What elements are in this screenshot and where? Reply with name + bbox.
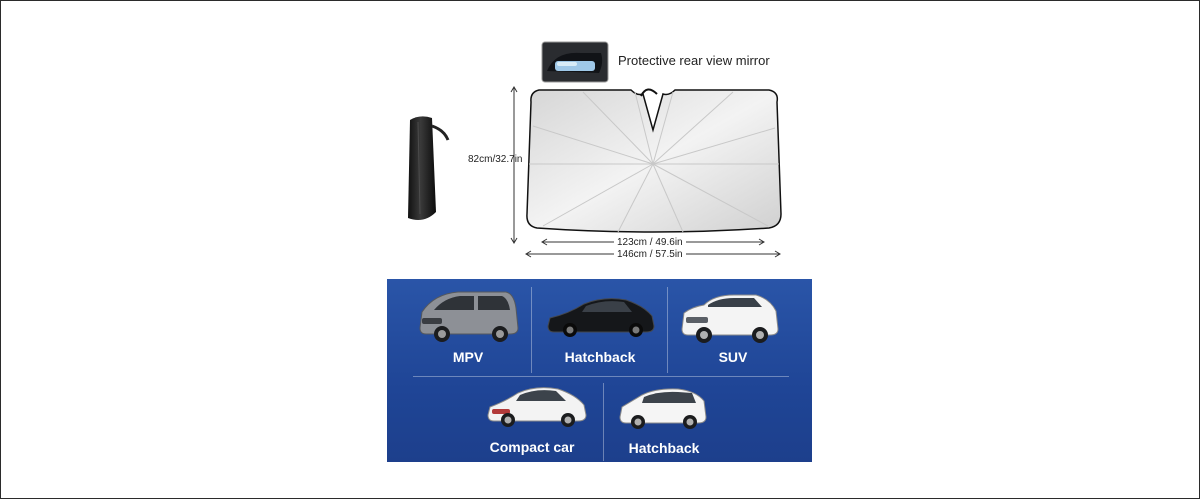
mirror-caption: Protective rear view mirror [618, 53, 770, 68]
suv-car-icon [681, 294, 779, 343]
height-dimension-label: 82cm/32.7in [468, 154, 523, 165]
compact-car-icon [487, 387, 587, 427]
hatchback-car-icon [547, 298, 655, 337]
mpv-car-icon [419, 291, 519, 342]
hatchback-white-car-icon [619, 388, 707, 429]
panel-divider [531, 287, 532, 373]
vehicle-label-compact-car: Compact car [489, 439, 575, 455]
folded-umbrella-case-image [408, 116, 450, 220]
height-dimension-arrow [510, 86, 518, 244]
panel-divider [667, 287, 668, 373]
vehicle-label-hatchback-2: Hatchback [628, 440, 700, 456]
vehicle-label-mpv: MPV [452, 349, 484, 365]
rear-view-mirror-image [541, 41, 609, 83]
panel-divider [413, 376, 789, 377]
inner-width-dimension-label: 123cm / 49.6in [614, 237, 686, 248]
vehicle-label-suv: SUV [718, 349, 748, 365]
windshield-sunshade-image [526, 88, 782, 233]
panel-divider [603, 383, 604, 461]
vehicle-label-hatchback: Hatchback [564, 349, 636, 365]
outer-width-dimension-label: 146cm / 57.5in [614, 249, 686, 260]
